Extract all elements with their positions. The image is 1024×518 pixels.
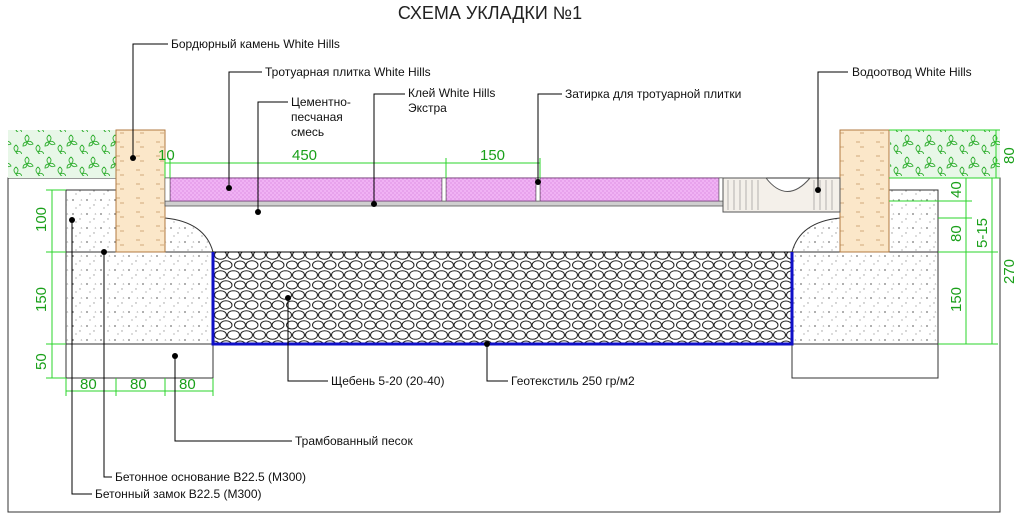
dim-right-5-15: 5-15 bbox=[974, 218, 991, 248]
grout-joint-1 bbox=[441, 177, 447, 202]
geotextile-layer bbox=[211, 252, 794, 346]
dim-left-50: 50 bbox=[33, 353, 50, 370]
label-gravel: Щебень 5-20 (20-40) bbox=[331, 374, 444, 388]
label-curb-stone: Бордюрный камень White Hills bbox=[171, 37, 340, 51]
gravel-layer bbox=[212, 251, 793, 345]
dim-bottom-80b: 80 bbox=[130, 376, 147, 393]
label-glue-2: Экстра bbox=[408, 101, 447, 115]
label-compacted-sand: Трамбованный песок bbox=[295, 434, 413, 448]
grout-joint-3 bbox=[718, 177, 724, 202]
dim-bottom-80c: 80 bbox=[179, 376, 196, 393]
compacted-sand-left bbox=[65, 343, 214, 379]
dim-left-100: 100 bbox=[33, 207, 50, 232]
label-cement-sand-3: смесь bbox=[291, 125, 324, 139]
drain-channel bbox=[722, 177, 841, 213]
label-paving-tile: Тротуарная плитка White Hills bbox=[265, 65, 431, 79]
grass-right bbox=[890, 130, 1000, 178]
concrete-base-right bbox=[791, 251, 939, 345]
dimension-lines bbox=[46, 129, 1000, 396]
drain-hatch bbox=[727, 180, 833, 210]
label-drain: Водоотвод White Hills bbox=[852, 65, 972, 79]
label-geotextile: Геотекстиль 250 гр/м2 bbox=[511, 374, 635, 388]
concrete-base-left bbox=[65, 251, 214, 345]
label-glue-1: Клей White Hills bbox=[408, 86, 495, 100]
dim-top-450: 450 bbox=[292, 147, 317, 164]
dim-right-40: 40 bbox=[948, 181, 965, 198]
cement-sand-layer bbox=[164, 200, 726, 207]
dim-right-80-mid: 80 bbox=[948, 225, 965, 242]
concrete-haunch-right bbox=[791, 217, 841, 253]
curb-stone-right bbox=[839, 129, 890, 253]
paving-tile-1 bbox=[169, 177, 443, 202]
grout-joint-left bbox=[164, 177, 171, 202]
dim-right-80-top: 80 bbox=[1001, 147, 1018, 164]
concrete-haunch-left bbox=[164, 217, 214, 253]
label-concrete-base: Бетонное основание В22.5 (М300) bbox=[115, 470, 306, 484]
paving-tile-2 bbox=[445, 177, 537, 202]
label-concrete-lock: Бетонный замок В22.5 (М300) bbox=[95, 487, 262, 501]
paving-tile-3 bbox=[539, 177, 720, 202]
dim-top-150: 150 bbox=[480, 147, 505, 164]
concrete-lock-right bbox=[887, 189, 939, 253]
dim-top-10: 10 bbox=[158, 147, 175, 164]
label-cement-sand-1: Цементно- bbox=[291, 95, 351, 109]
compacted-sand-right bbox=[791, 343, 939, 379]
label-grout: Затирка для тротуарной плитки bbox=[565, 87, 741, 101]
dim-bottom-80a: 80 bbox=[80, 376, 97, 393]
diagram-title: СХЕМА УКЛАДКИ №1 bbox=[398, 3, 582, 23]
grass-left bbox=[8, 130, 116, 178]
dim-right-270: 270 bbox=[1001, 259, 1018, 284]
label-cement-sand-2: песчаная bbox=[291, 110, 343, 124]
curb-stone-left bbox=[115, 129, 166, 253]
leader-lines bbox=[71, 43, 848, 495]
dim-left-150: 150 bbox=[33, 287, 50, 312]
dim-right-150: 150 bbox=[948, 287, 965, 312]
leader-dots bbox=[69, 155, 821, 359]
